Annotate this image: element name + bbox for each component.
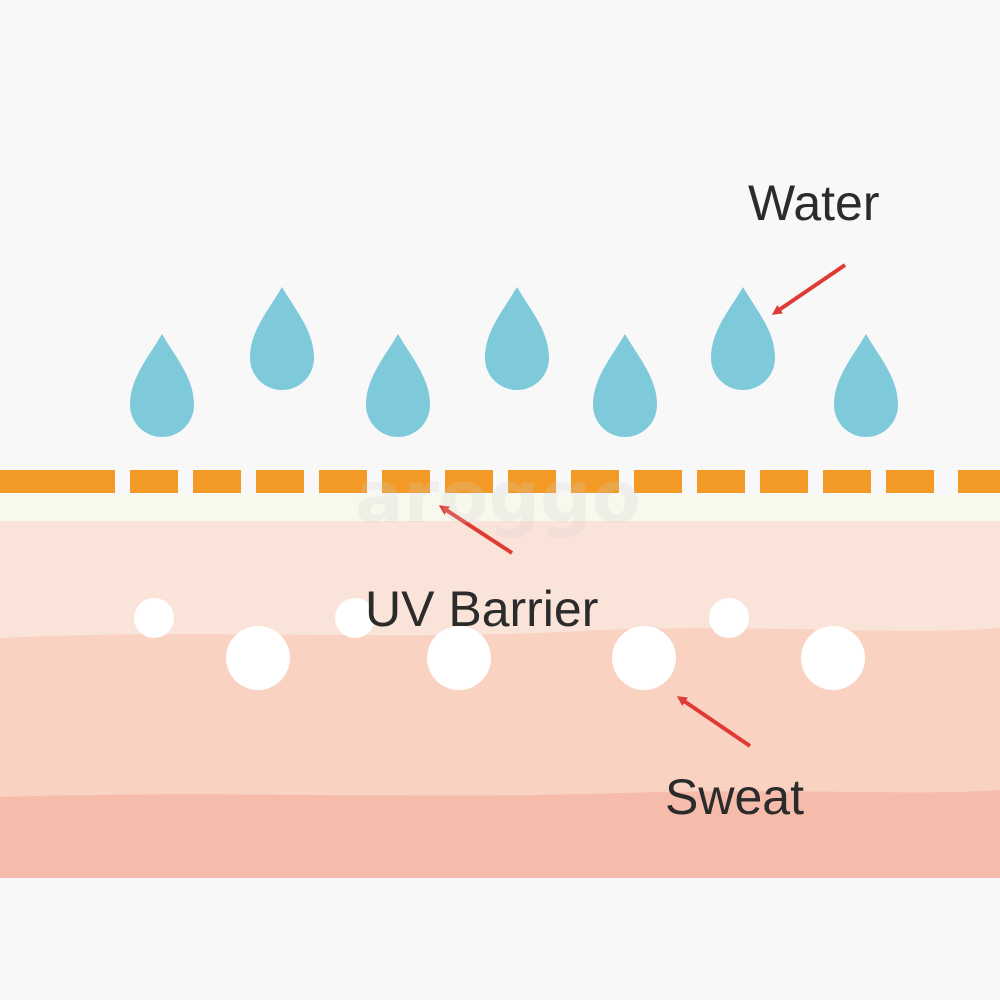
barrier-underlayer bbox=[0, 495, 1000, 521]
sweat-dot bbox=[226, 626, 290, 690]
barrier-segment bbox=[445, 470, 493, 493]
barrier-segment bbox=[760, 470, 808, 493]
pointer-arrows bbox=[438, 263, 847, 748]
barrier-segment bbox=[958, 470, 1000, 493]
sweat-label: Sweat bbox=[665, 769, 804, 825]
water-drops bbox=[130, 287, 898, 437]
water-drop-icon bbox=[485, 287, 549, 390]
uv-barrier-arrow-icon bbox=[438, 505, 514, 555]
water-drop-icon bbox=[711, 287, 775, 390]
sweat-dot bbox=[427, 626, 491, 690]
barrier-segment bbox=[382, 470, 430, 493]
barrier-segment bbox=[886, 470, 934, 493]
barrier-segment bbox=[256, 470, 304, 493]
sweat-dots bbox=[134, 598, 865, 690]
water-drop-icon bbox=[130, 334, 194, 437]
water-drop-icon bbox=[366, 334, 430, 437]
uv-barrier-line bbox=[0, 470, 1000, 493]
barrier-segment bbox=[130, 470, 178, 493]
watermark-logo: aroggo bbox=[355, 455, 642, 539]
barrier-segment bbox=[697, 470, 745, 493]
water-drop-icon bbox=[834, 334, 898, 437]
barrier-segment bbox=[319, 470, 367, 493]
sweat-dot bbox=[335, 598, 375, 638]
sweat-dot bbox=[134, 598, 174, 638]
uv-barrier-label: UV Barrier bbox=[365, 581, 599, 637]
water-label: Water bbox=[748, 175, 880, 231]
barrier-segment bbox=[634, 470, 682, 493]
barrier-segment bbox=[0, 470, 115, 493]
barrier-segment bbox=[823, 470, 871, 493]
sweat-dot bbox=[801, 626, 865, 690]
water-arrow-icon bbox=[771, 263, 847, 315]
sweat-dot bbox=[612, 626, 676, 690]
skin-layer-inner bbox=[0, 790, 1000, 878]
water-drop-icon bbox=[250, 287, 314, 390]
barrier-segment bbox=[508, 470, 556, 493]
barrier-segment bbox=[193, 470, 241, 493]
water-drop-icon bbox=[593, 334, 657, 437]
barrier-segment bbox=[571, 470, 619, 493]
sweat-dot bbox=[709, 598, 749, 638]
sweat-arrow-icon bbox=[676, 696, 752, 748]
